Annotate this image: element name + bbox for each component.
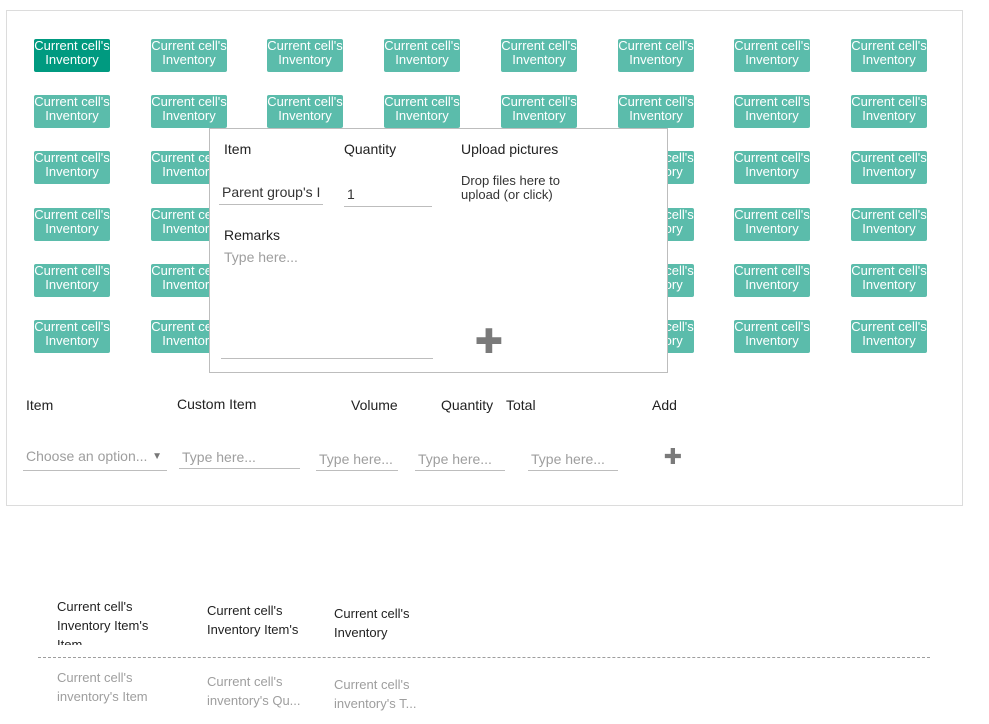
inventory-cell-tile[interactable]: Current cell's Inventory [734,208,810,241]
plus-icon: ✚ [663,444,683,469]
summary-value-2: Current cell's inventory's Qu... [207,674,301,708]
inventory-cell-tile[interactable]: Current cell's Inventory [267,95,343,128]
add-row-button[interactable]: ✚ [660,446,686,472]
popup-add-button[interactable]: ✚ [473,325,505,359]
popup-quantity-label: Quantity [344,141,397,157]
item-select[interactable]: Choose an option... ▼ [23,448,167,471]
inventory-cell-tile[interactable]: Current cell's Inventory [151,39,227,72]
volume-field[interactable] [316,448,398,471]
popup-item-field[interactable] [219,179,323,205]
total-field[interactable] [528,448,618,471]
header-quantity: Quantity [441,397,494,413]
summary-value-3: Current cell's inventory's T... [334,677,417,711]
inventory-cell-tile[interactable]: Current cell's Inventory [34,151,110,184]
inventory-cell-tile[interactable]: Current cell's Inventory [734,264,810,297]
summary-value-1: Current cell's inventory's Item [57,670,148,704]
item-select-value: Choose an option... [26,448,148,464]
inventory-cell-tile[interactable]: Current cell's Inventory [34,208,110,241]
header-add: Add [652,397,677,413]
inventory-cell-tile[interactable]: Current cell's Inventory [267,39,343,72]
inventory-cell-tile[interactable]: Current cell's Inventory [734,39,810,72]
header-volume: Volume [351,397,398,413]
inventory-item-popup: Item Quantity Upload pictures Drop files… [209,128,668,373]
custom-item-field[interactable] [179,446,300,469]
inventory-cell-tile[interactable]: Current cell's Inventory [851,95,927,128]
inventory-cell-tile[interactable]: Current cell's Inventory [384,39,460,72]
popup-remarks-field[interactable] [221,247,433,359]
inventory-cell-tile[interactable]: Current cell's Inventory [34,39,110,72]
summary-divider [38,657,930,658]
popup-upload-label: Upload pictures [461,141,559,157]
inventory-cell-tile[interactable]: Current cell's Inventory [734,320,810,353]
header-custom-item: Custom Item [177,396,257,412]
inventory-cell-tile[interactable]: Current cell's Inventory [851,39,927,72]
inventory-cell-tile[interactable]: Current cell's Inventory [34,320,110,353]
popup-remarks-label: Remarks [224,227,281,243]
inventory-cell-tile[interactable]: Current cell's Inventory [501,95,577,128]
popup-quantity-field[interactable] [344,181,432,207]
plus-icon: ✚ [474,323,504,361]
summary-header-3: Current cell's Inventory [334,606,410,640]
inventory-cell-tile[interactable]: Current cell's Inventory [851,264,927,297]
upload-dropzone[interactable]: Drop files here to upload (or click) [461,173,560,202]
inventory-cell-tile[interactable]: Current cell's Inventory [734,151,810,184]
inventory-cell-tile[interactable]: Current cell's Inventory [34,264,110,297]
inventory-cell-tile[interactable]: Current cell's Inventory [851,151,927,184]
quantity-field[interactable] [415,448,505,471]
dropdown-arrow-icon: ▼ [152,451,162,462]
summary-header-2: Current cell's Inventory Item's [207,603,299,637]
header-total: Total [506,397,536,413]
summary-header-1: Current cell's Inventory Item's Item [57,599,149,645]
inventory-cell-tile[interactable]: Current cell's Inventory [151,95,227,128]
inventory-cell-tile[interactable]: Current cell's Inventory [501,39,577,72]
inventory-cell-tile[interactable]: Current cell's Inventory [851,208,927,241]
popup-item-label: Item [224,141,252,157]
inventory-cell-tile[interactable]: Current cell's Inventory [384,95,460,128]
inventory-cell-tile[interactable]: Current cell's Inventory [34,95,110,128]
inventory-cell-tile[interactable]: Current cell's Inventory [734,95,810,128]
inventory-cell-tile[interactable]: Current cell's Inventory [851,320,927,353]
inventory-cell-tile[interactable]: Current cell's Inventory [618,95,694,128]
inventory-cell-tile[interactable]: Current cell's Inventory [618,39,694,72]
header-item: Item [26,397,54,413]
